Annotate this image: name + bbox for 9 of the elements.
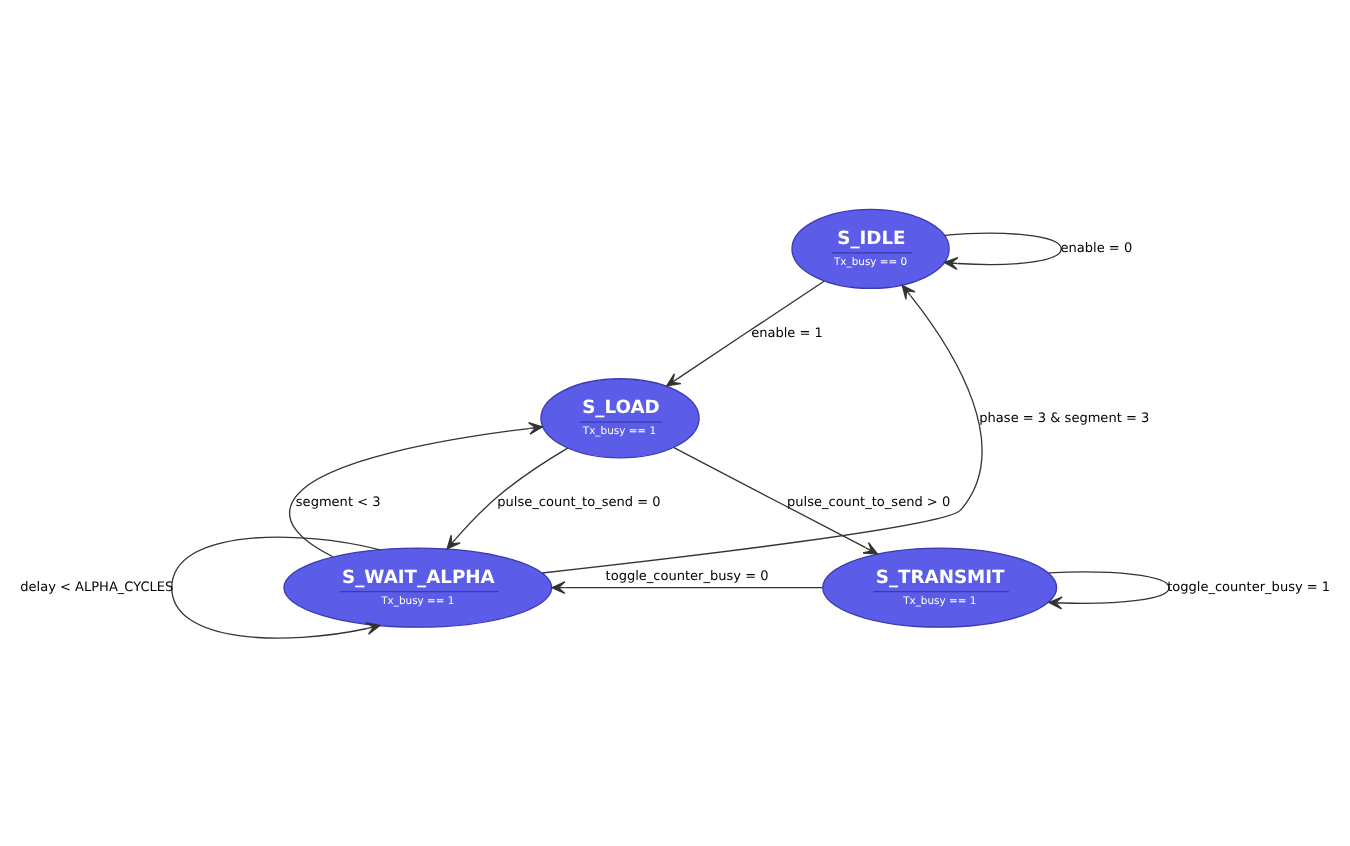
arrow — [551, 580, 824, 594]
arrow — [171, 535, 381, 638]
arrow — [673, 446, 879, 554]
arrow — [666, 279, 825, 386]
arrow — [541, 283, 983, 573]
arrow — [943, 231, 1062, 269]
arrow — [1048, 570, 1170, 609]
arrow — [288, 421, 543, 557]
arrow — [446, 446, 569, 549]
